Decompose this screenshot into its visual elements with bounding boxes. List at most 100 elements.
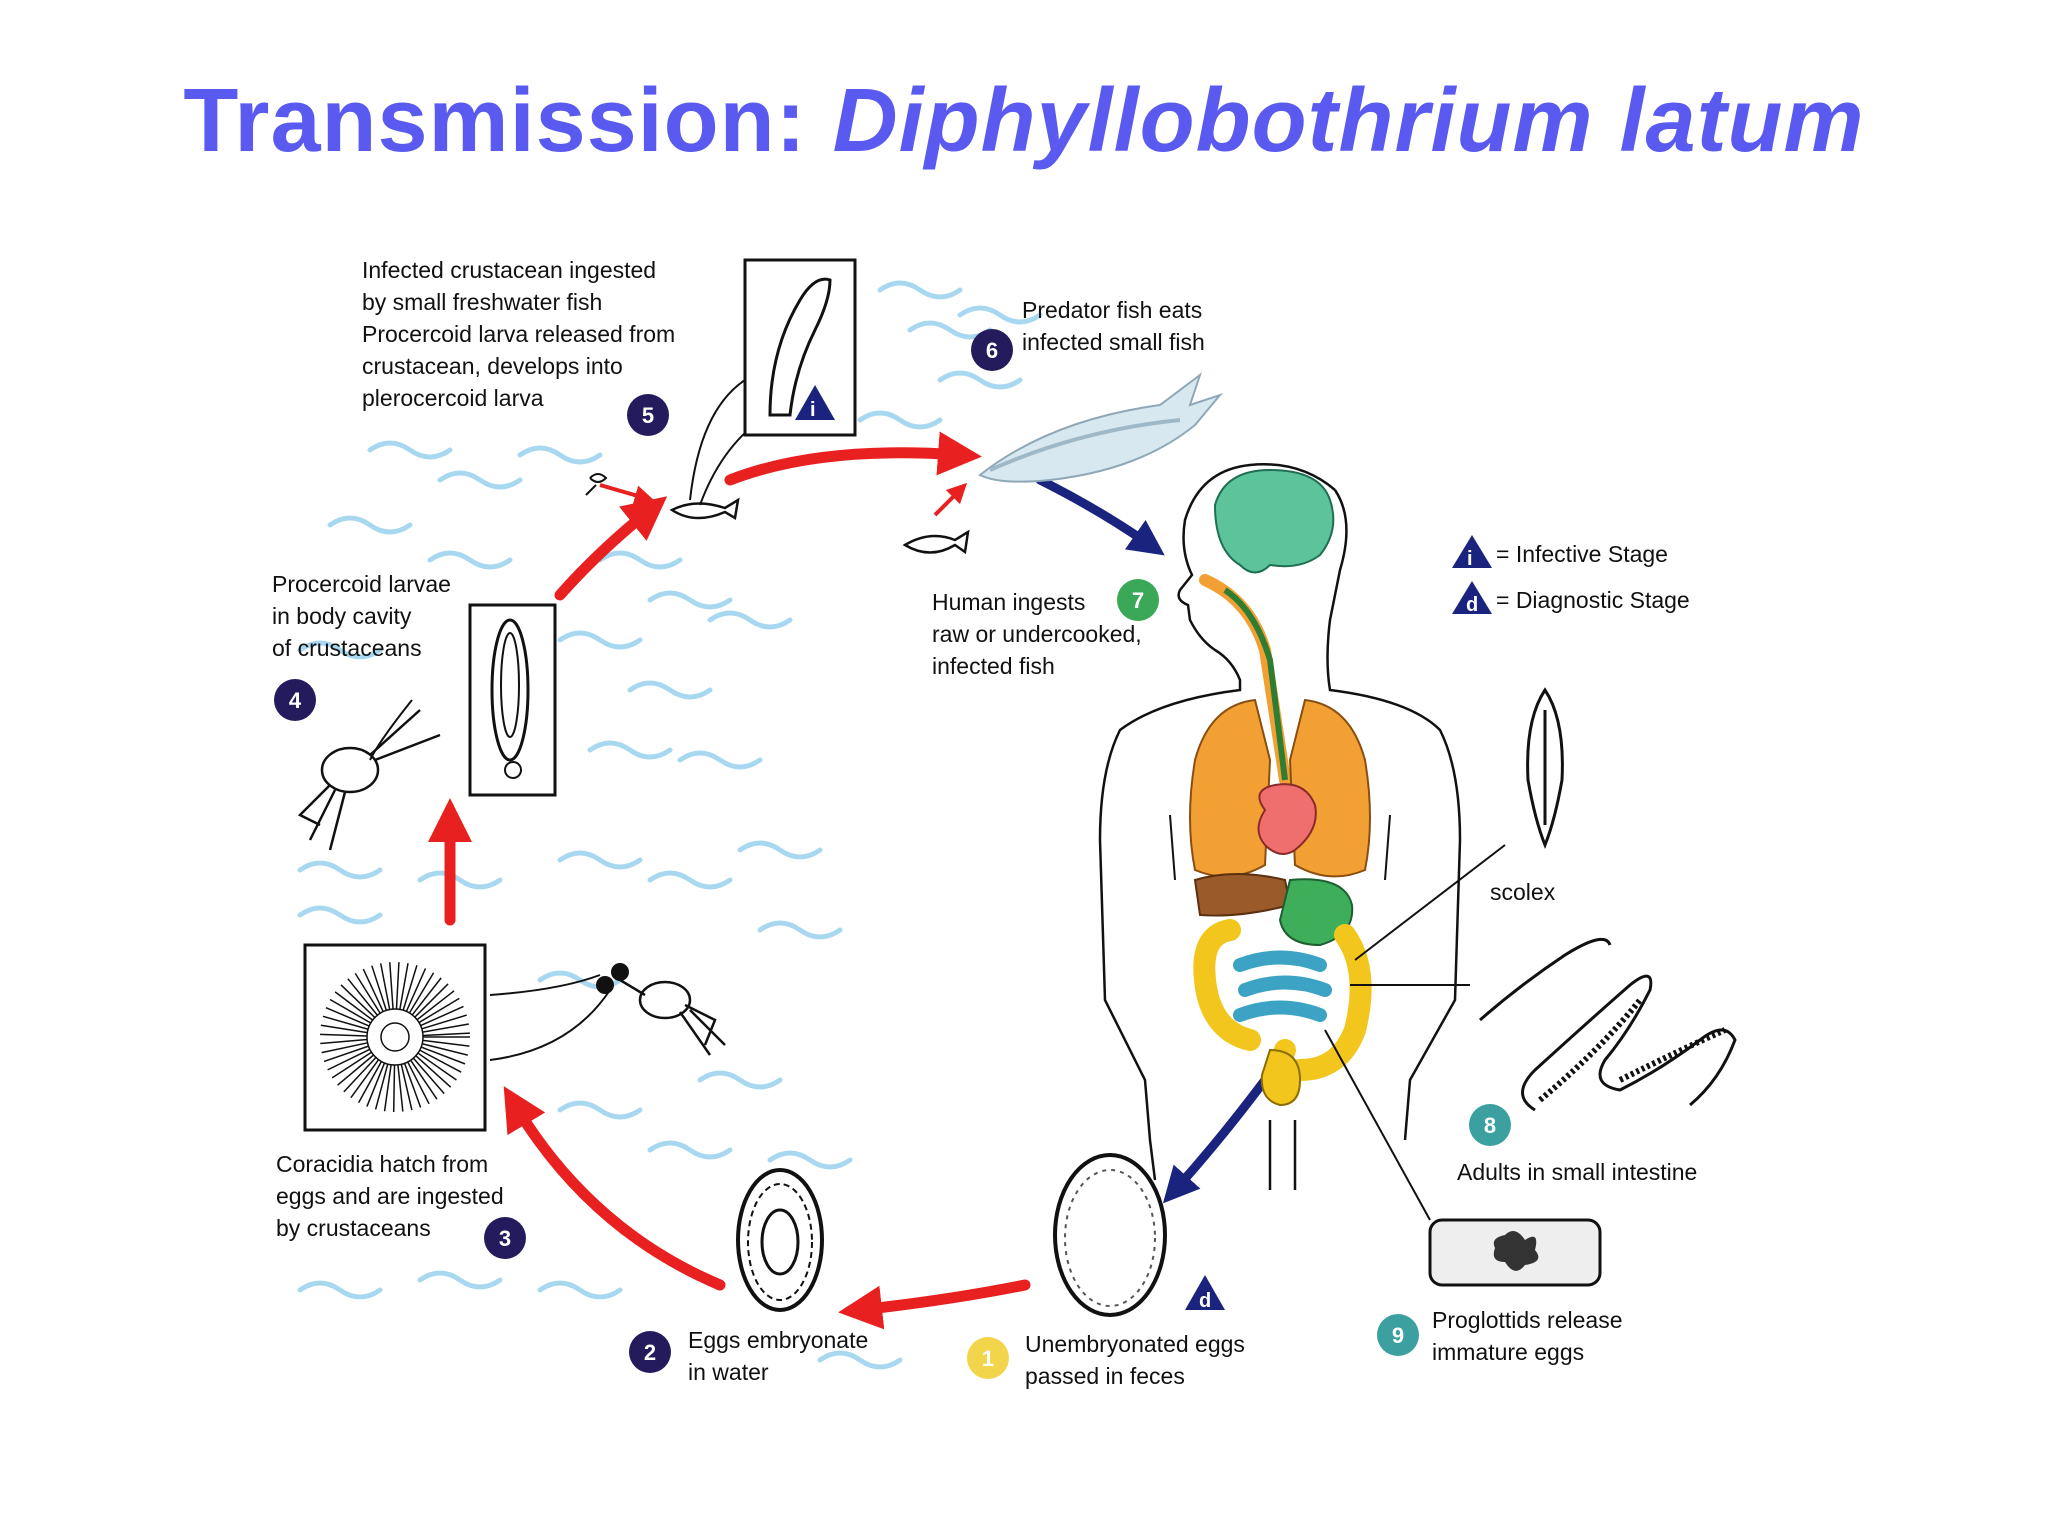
arrow-human-to-1 xyxy=(1162,1075,1270,1204)
proglottid-icon xyxy=(1428,1218,1602,1287)
coracidium-cilium xyxy=(421,1014,467,1030)
water-ripple xyxy=(427,550,513,570)
water-ripple xyxy=(557,850,643,870)
water-ripple xyxy=(697,1070,783,1090)
coracidium-cilium xyxy=(419,1049,462,1073)
crustacean-antennae xyxy=(297,709,441,851)
step-badge-s6 xyxy=(971,329,1013,371)
legend: i = Infective Stage d = Diagnostic Stage xyxy=(1452,535,1690,616)
unembryonated-egg-shell xyxy=(1053,1153,1167,1317)
step-label-s9: Proglottids release xyxy=(1432,1307,1623,1333)
tiny-crustacean xyxy=(585,473,608,496)
small-fish-2-body xyxy=(902,529,970,555)
human-figure xyxy=(1098,463,1462,1190)
step-label-s1: passed in feces xyxy=(1025,1363,1185,1389)
coracidium-cilium xyxy=(334,991,374,1021)
coracidium-cilium xyxy=(403,1063,422,1108)
step-label-s3: by crustaceans xyxy=(276,1215,431,1241)
arrow-1-to-2 xyxy=(838,1279,1031,1330)
coracidium-cilium xyxy=(415,1055,452,1088)
water-ripple xyxy=(327,515,413,535)
water-ripple xyxy=(737,840,823,860)
infective-stage-marker xyxy=(795,385,835,420)
pointer-scolex xyxy=(1354,844,1506,961)
arrow-6-to-human xyxy=(1035,475,1165,556)
pointer-proglottid xyxy=(1324,1029,1431,1221)
coracidium-cilium xyxy=(323,1045,369,1063)
step-label-s5: Infected crustacean ingested xyxy=(362,257,656,283)
predator-fish-body xyxy=(978,372,1224,483)
colon xyxy=(1233,950,1332,1022)
water-ripple xyxy=(647,590,733,610)
legend-infective-label: = Infective Stage xyxy=(1496,541,1668,567)
water-ripple xyxy=(297,1280,383,1300)
water-ripple xyxy=(677,750,763,770)
adult-worm-segments xyxy=(1538,998,1727,1103)
step-label-s4: Procercoid larvae xyxy=(272,571,451,597)
water-ripple xyxy=(417,1270,503,1290)
arrow-5-to-6 xyxy=(724,431,982,486)
step-badge-s7 xyxy=(1117,579,1159,621)
procercoid-tail xyxy=(504,761,522,779)
water-ripple xyxy=(297,905,383,925)
procercoid-larva xyxy=(490,618,530,762)
coracidium-dot-1 xyxy=(596,976,614,994)
water-ripple xyxy=(417,870,503,890)
coracidium-cilium xyxy=(325,1007,370,1027)
coracidium-core xyxy=(366,1008,424,1066)
water-ripple xyxy=(767,1150,853,1170)
plerocercoid-larva xyxy=(768,277,832,417)
step-badge-number-s3: 3 xyxy=(499,1226,511,1251)
step-label-s5: plerocercoid larva xyxy=(362,385,544,411)
procercoid-inner xyxy=(500,632,520,738)
adult-worm-body xyxy=(1521,974,1737,1112)
coracidium-cilium xyxy=(420,1046,466,1065)
legend-diagnostic-symbol: d xyxy=(1466,594,1478,616)
water-ripple xyxy=(597,550,683,570)
water-ripple xyxy=(647,870,733,890)
coracidium-cilium xyxy=(347,978,378,1016)
step-badge-number-s5: 5 xyxy=(642,403,654,428)
diagnostic-stage-marker xyxy=(1185,1275,1225,1310)
adult-worm-head xyxy=(1479,937,1612,1022)
coracidium-cilium xyxy=(422,1032,470,1037)
step-badge-s5 xyxy=(627,394,669,436)
legend-infective-triangle xyxy=(1452,535,1492,568)
water-ripple xyxy=(757,920,843,940)
unembryonated-egg-icon xyxy=(1053,1153,1167,1317)
coracidium-cilium xyxy=(421,1043,468,1056)
coracidium-cilium xyxy=(357,1061,383,1103)
water-ripple xyxy=(817,1350,903,1370)
step-label-s5: by small freshwater fish xyxy=(362,289,602,315)
coracidium-cilium xyxy=(354,972,381,1014)
step-label-s6: infected small fish xyxy=(1022,329,1205,355)
coracidium-nucleus xyxy=(380,1022,410,1052)
crustacean-body xyxy=(320,746,380,794)
coracidium-cilium xyxy=(350,1059,380,1099)
water-ripple xyxy=(877,280,963,300)
proglottid-uterus xyxy=(1493,1231,1539,1271)
rectum xyxy=(1260,1048,1302,1107)
embryonated-egg-inner xyxy=(747,1183,813,1301)
coracidium-cilium xyxy=(418,997,460,1024)
coracidium-cilium xyxy=(329,998,372,1024)
coracidium-cilium xyxy=(383,1064,392,1112)
coracidium-cilium xyxy=(320,1033,368,1037)
step-badge-number-s9: 9 xyxy=(1392,1323,1404,1348)
water-ripple xyxy=(647,1140,733,1160)
procercoid-icon xyxy=(490,618,530,779)
coracidium-cilium xyxy=(320,1038,368,1045)
water-ripple xyxy=(937,370,1023,390)
human-inner-outline xyxy=(1169,814,1391,881)
coracidium-cilium xyxy=(408,972,435,1014)
step-badge-s8 xyxy=(1469,1104,1511,1146)
small-fish-2-icon xyxy=(902,529,970,555)
coracidium-cilium xyxy=(379,963,391,1010)
brain xyxy=(1213,468,1335,574)
step-badge-s2 xyxy=(629,1331,671,1373)
coracidium-cilium xyxy=(321,1042,368,1054)
coracidium-cilium xyxy=(337,1054,375,1086)
legend-diagnostic-label: = Diagnostic Stage xyxy=(1496,587,1690,613)
coracidium-cilium xyxy=(417,1052,457,1081)
embryonated-egg-core xyxy=(760,1208,800,1276)
